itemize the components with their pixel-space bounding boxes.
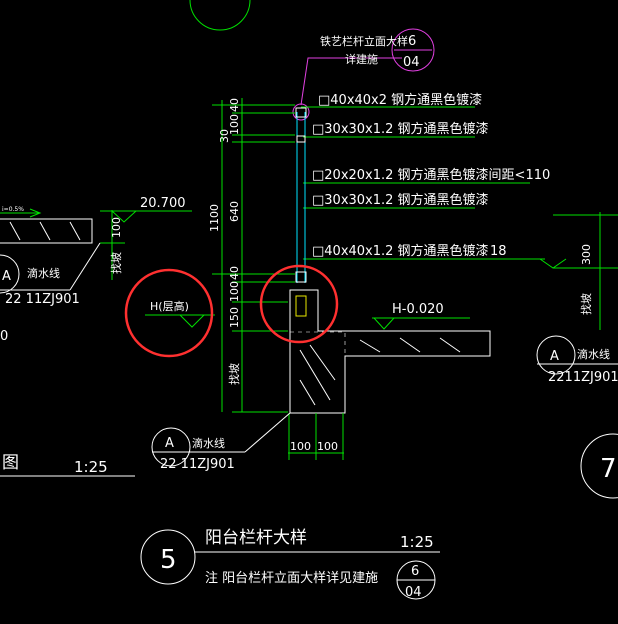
concrete-section (289, 289, 491, 414)
detail-title-block: 5 阳台栏杆大样 1:25 注 阳台栏杆立面大样详见建施 6 04 (140, 528, 440, 600)
drip-callout-left: A 滴水线 22 11ZJ901 (0, 242, 101, 307)
railing-note-3: □20x20x1.2 钢方通黑色镀漆间距<110 (312, 167, 550, 183)
top-detail-circle-fragment (189, 0, 251, 31)
slope-label: i=0.5% (2, 206, 24, 213)
left-slab-fragment: i=0.5% (0, 206, 93, 244)
drip-callout-center: A 滴水线 22 11ZJ901 (151, 412, 291, 472)
top-callout-line2: 详建施 (345, 52, 378, 66)
drip-center-ref: 22 11ZJ901 (160, 457, 235, 472)
dim-40-bottom: 40 (228, 266, 241, 280)
detail-note: 注 阳台栏杆立面大样详见建施 (205, 571, 378, 586)
railing-note-4: □30x30x1.2 钢方通黑色镀漆 (312, 192, 489, 208)
railing-note-2: □30x30x1.2 钢方通黑色镀漆 (312, 121, 489, 137)
dim-40-top: 40 (228, 98, 241, 112)
railing-note-1: □40x40x2 钢方通黑色镀漆 (318, 92, 482, 108)
elevation-20700-label: 20.700 (140, 196, 186, 211)
detail-title: 阳台栏杆大样 (205, 528, 307, 548)
left-dim-100: 100 (110, 217, 123, 238)
dim-1100: 1100 (208, 204, 221, 232)
railing-note-5: □40x40x1.2 钢方通黑色镀漆 (312, 243, 489, 259)
right-detail-number: 7 (600, 454, 617, 484)
horizontal-dimensions: 100 100 (288, 413, 344, 460)
left-title-scale: 1:25 (74, 458, 108, 476)
callout-marker-circle (292, 103, 310, 121)
drip-left-label: 滴水线 (27, 266, 60, 280)
railing-note-extra: 18 (490, 244, 507, 259)
detail-scale: 1:25 (400, 533, 434, 551)
right-detail-fragment: 7 (580, 433, 618, 499)
drip-right-label: 滴水线 (577, 347, 610, 361)
dim-100-top: 100 (228, 114, 241, 135)
vertical-dimensions: 40 100 30 640 1100 40 100 150 找坡 (208, 98, 295, 413)
left-title-fragment: 图 1:25 (0, 453, 135, 477)
right-elevation-fragment: 300 找坡 (553, 212, 618, 330)
right-dim-slope: 找坡 (579, 293, 593, 315)
detail-ref-sheet: 04 (405, 585, 422, 600)
top-callout-ref-sheet: 04 (403, 55, 420, 70)
elevation-20700: 20.700 100 找坡 (100, 196, 192, 280)
floor-height-marker: H(层高) (145, 299, 215, 328)
top-callout-line1: 铁艺栏杆立面大样 (320, 34, 408, 48)
elevation-h-0020-label: H-0.020 (392, 302, 444, 317)
railing-elevation (295, 107, 307, 317)
drip-center-label: 滴水线 (192, 436, 225, 450)
highlight-circle-left (124, 268, 214, 358)
drip-right-letter: A (550, 349, 559, 364)
dim-h-100-right: 100 (317, 440, 338, 453)
drip-left-ref: 22 11ZJ901 (5, 292, 80, 307)
drip-callout-right: A 滴水线 2211ZJ901 (536, 335, 618, 385)
dim-30: 30 (218, 129, 231, 143)
left-dim-slope: 找坡 (109, 252, 123, 274)
railing-notes: □40x40x2 钢方通黑色镀漆 □30x30x1.2 钢方通黑色镀漆 □20x… (301, 92, 567, 269)
drip-right-ref: 2211ZJ901 (548, 370, 618, 385)
detail-number: 5 (160, 545, 177, 575)
top-callout: 铁艺栏杆立面大样 详建施 6 04 (292, 28, 435, 121)
dim-150: 150 (228, 307, 241, 328)
highlight-circle-right (259, 264, 339, 344)
dim-h-100-left: 100 (290, 440, 311, 453)
dim-640: 640 (228, 201, 241, 222)
drip-left-letter: A (2, 269, 11, 284)
drip-center-letter: A (165, 436, 174, 451)
left-title-char: 图 (2, 453, 19, 473)
top-callout-ref-num: 6 (408, 34, 416, 49)
right-dim-300: 300 (580, 244, 593, 265)
elevation-h-0020: H-0.020 (372, 302, 470, 330)
dim-bottom-label: 找坡 (227, 363, 241, 385)
left-edge-number: 0 (0, 329, 8, 344)
floor-height-label: H(层高) (150, 299, 189, 313)
dim-100-bottom: 100 (228, 281, 241, 302)
detail-ref-num: 6 (411, 564, 419, 579)
